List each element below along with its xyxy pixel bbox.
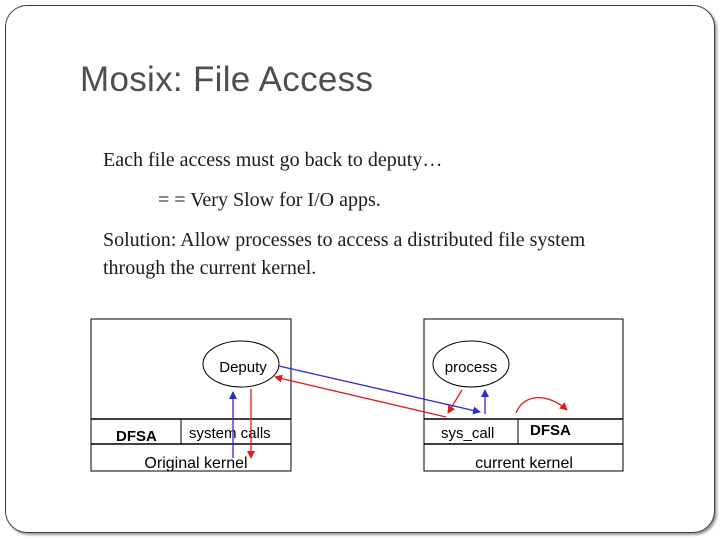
slide-title: Mosix: File Access	[80, 60, 374, 99]
original-dfsa-label: DFSA	[116, 428, 157, 445]
current-to-deputy-arrow	[274, 374, 447, 418]
syscall-to-dfsa-arrow	[515, 397, 568, 414]
system-calls-label: system calls	[189, 425, 271, 442]
current-dfsa-label: DFSA	[530, 422, 571, 439]
bullet-text-3: Solution: Allow processes to access a di…	[103, 229, 586, 251]
original-node-box	[90, 318, 292, 472]
bullet-text-4: through the current kernel.	[103, 257, 317, 279]
deputy-process-node	[202, 340, 280, 388]
original-kernel-label: Original kernel	[144, 455, 247, 472]
bullet-text-2: = = Very Slow for I/O apps.	[158, 189, 381, 211]
deputy-label: Deputy	[219, 359, 267, 376]
process-to-syscall-arrow	[447, 389, 463, 414]
original-node: Deputy DFSA system calls Original kernel	[90, 318, 292, 472]
deputy-to-current-arrow	[278, 365, 481, 415]
current-node-box	[423, 318, 624, 472]
process-node	[432, 340, 510, 388]
process-label: process	[445, 359, 498, 376]
sys-call-label: sys_call	[441, 425, 494, 442]
bullet-text-1: Each file access must go back to deputy…	[103, 149, 443, 171]
current-node: process sys_call DFSA current kernel	[423, 318, 624, 472]
current-kernel-label: current kernel	[475, 455, 573, 472]
